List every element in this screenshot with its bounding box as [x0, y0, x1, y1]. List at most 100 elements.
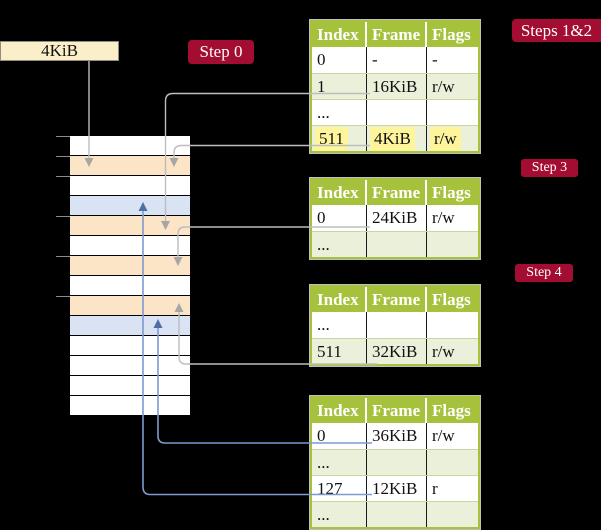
cell-text: - — [372, 50, 378, 69]
table-cell: 1 — [312, 74, 367, 99]
table-row: ... — [312, 449, 478, 475]
cell-text: ... — [317, 234, 330, 254]
cell-text: 1 — [317, 76, 326, 96]
physical-memory-column — [70, 136, 190, 416]
memory-frame-row-12 — [70, 376, 190, 396]
table-cell: ... — [312, 312, 367, 338]
cell-text: r/w — [432, 426, 455, 445]
cell-text: - — [432, 50, 438, 69]
cell-text: 36KiB — [372, 426, 418, 445]
cell-text: ... — [317, 102, 330, 122]
address-tick-3 — [56, 216, 70, 217]
address-tick-4 — [56, 256, 70, 257]
table-row: ... — [312, 501, 478, 527]
table-header-cell: Flags — [432, 24, 471, 44]
table-cell: 24KiB — [367, 205, 427, 231]
memory-frame-row-9 — [70, 316, 190, 336]
table-cell — [427, 232, 478, 257]
cell-text: 24KiB — [372, 208, 418, 227]
step-3-label: Step 3 — [521, 159, 578, 177]
table-body: 0 24KiB r/w... — [312, 205, 478, 257]
memory-frame-row-11 — [70, 356, 190, 376]
table-row: 0 36KiB r/w — [312, 423, 478, 449]
memory-frame-row-0 — [70, 136, 190, 156]
table-header-cell: Frame — [367, 398, 427, 423]
address-tick-1 — [56, 156, 70, 157]
table-cell: r/w — [427, 339, 478, 364]
table-cell — [367, 100, 427, 125]
table-cell: r/w — [427, 74, 478, 99]
table-cell — [427, 502, 478, 527]
memory-frame-row-13 — [70, 396, 190, 416]
table-cell: - — [427, 47, 478, 73]
page-size-label: 4KiB — [41, 41, 78, 60]
table-header-cell: Frame — [367, 22, 427, 47]
cell-text: ... — [317, 452, 330, 472]
cell-text: 32KiB — [372, 341, 418, 361]
table-cell — [367, 450, 427, 475]
cell-text: ... — [317, 315, 330, 334]
cell-text: 127 — [317, 478, 343, 498]
table-header-cell: Frame — [367, 287, 427, 312]
table-cell: 511 — [312, 339, 367, 364]
table-header-cell: Flags — [432, 182, 471, 202]
cell-text: ... — [317, 504, 330, 524]
page-size-box: 4KiB — [0, 41, 119, 61]
memory-frame-row-4 — [70, 216, 190, 236]
address-tick-0 — [56, 136, 70, 137]
address-tick-5 — [56, 296, 70, 297]
memory-frame-row-1 — [70, 156, 190, 176]
table-cell: 127 — [312, 476, 367, 501]
table-cell — [367, 312, 427, 338]
table-cell — [427, 450, 478, 475]
table-header-cell: Index — [312, 22, 367, 47]
highlighted-cell-text: 511 — [315, 126, 348, 151]
cell-text: 0 — [317, 208, 326, 227]
memory-frame-row-2 — [70, 176, 190, 196]
memory-frame-row-7 — [70, 276, 190, 296]
table-cell — [367, 502, 427, 527]
cell-text: 0 — [317, 50, 326, 69]
table-cell: 4KiB — [367, 126, 427, 151]
table-cell: ... — [312, 100, 367, 125]
table-cell: 511 — [312, 126, 367, 151]
table-cell: ... — [312, 502, 367, 527]
memory-frame-row-10 — [70, 336, 190, 356]
memory-frame-row-5 — [70, 236, 190, 256]
step-3-text: Step 3 — [531, 160, 568, 175]
table-cell: 0 — [312, 423, 367, 449]
table-row: ... — [312, 99, 478, 125]
table-cell — [427, 312, 478, 338]
table-header-cell: Flags — [432, 400, 471, 420]
address-tick-2 — [56, 176, 70, 177]
table-cell: 0 — [312, 47, 367, 73]
table-cell: 36KiB — [367, 423, 427, 449]
table-row: 0 - - — [312, 47, 478, 73]
table-header-cell: Index — [312, 180, 367, 205]
step-0-text: Step 0 — [199, 42, 243, 61]
table-cell: - — [367, 47, 427, 73]
table-cell: 16KiB — [367, 74, 427, 99]
cell-text: r/w — [432, 208, 455, 227]
steps-1-2-label: Steps 1&2 — [512, 19, 601, 42]
cell-text: 16KiB — [372, 76, 418, 96]
table-row: 0 24KiB r/w — [312, 205, 478, 231]
memory-frame-row-8 — [70, 296, 190, 316]
memory-frame-row-6 — [70, 256, 190, 276]
table-row: ... — [312, 312, 478, 338]
table-header-cell: Flags — [432, 289, 471, 309]
step-4-label: Step 4 — [515, 264, 573, 282]
cell-text: r/w — [432, 76, 455, 96]
table-cell: ... — [312, 232, 367, 257]
